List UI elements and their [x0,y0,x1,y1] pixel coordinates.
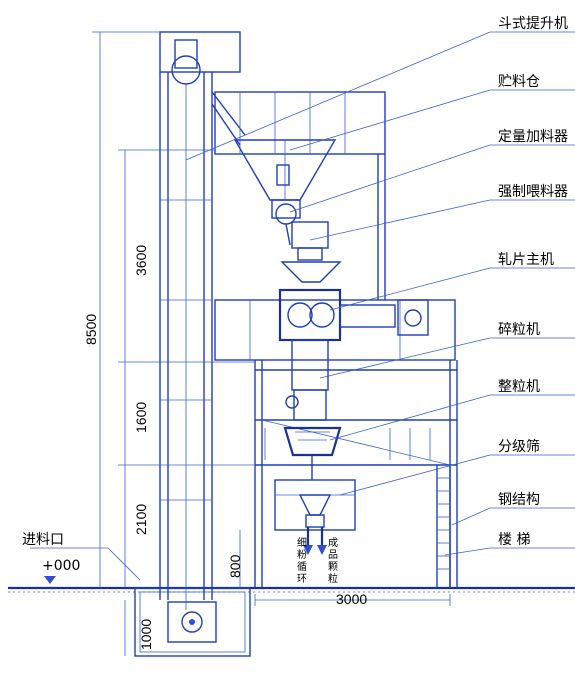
label-dosing-feeder: 定量加料器 [498,129,568,145]
dimension-total-height: 8500 [83,314,99,345]
upper-frame [214,91,386,300]
label-classifier-screen: 分级筛 [498,439,540,455]
dimension-pit: 1000 [138,619,154,650]
label-roller-press: 轧片主机 [498,252,554,268]
dimension-base: 800 [227,554,243,578]
outlet-fines-char: 环 [297,574,307,585]
ground-line [8,586,575,593]
label-steel-structure: 钢结构 [498,492,540,508]
level-marker-icon [44,576,56,584]
outlet-fines-recycle: 细 粉 循 环 [297,536,307,585]
outlet-product-char: 颗 [328,561,338,573]
outlet-product-granules: 成 品 颗 粒 [328,537,338,585]
roller-press-level [214,288,456,361]
label-feed-inlet: 进料口 [22,532,64,548]
elevator-pit [134,587,251,657]
label-forced-feeder: 强制喂料器 [498,184,568,200]
forced-feeder [280,221,342,283]
outlet-product-char: 成 [328,537,338,549]
storage-bin [233,139,337,201]
label-stairs: 楼 梯 [498,532,530,548]
leader-lines [30,31,575,581]
dimension-lower: 2100 [133,504,149,535]
crusher [285,339,329,421]
classifier-screen [274,479,356,531]
label-storage-bin: 贮料仓 [498,74,540,90]
granulator [283,426,342,480]
stairs [436,465,451,588]
outlet-arrows [303,527,327,555]
outlet-fines-char: 细 [297,536,307,549]
outlet-product-char: 品 [328,549,338,561]
outlet-fines-char: 粉 [297,548,307,561]
dimension-width: 3000 [336,591,367,607]
label-zero-level: +000 [42,558,80,574]
dimension-middle: 1600 [133,402,149,433]
dimension-upper: 3600 [133,245,149,276]
bucket-elevator [159,31,246,610]
label-crusher: 碎粒机 [498,322,540,338]
outlet-product-char: 粒 [328,572,338,585]
label-bucket-elevator: 斗式提升机 [498,16,568,32]
steel-structure [254,360,458,588]
outlet-fines-char: 循 [297,560,307,573]
dimension-lines [92,31,451,656]
label-granulator: 整粒机 [498,379,540,395]
